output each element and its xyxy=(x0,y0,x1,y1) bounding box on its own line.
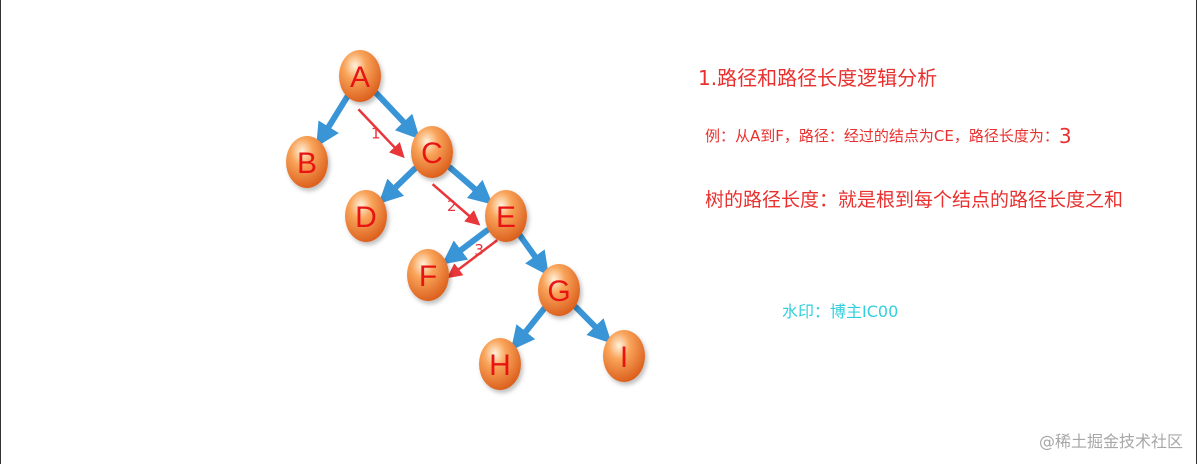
tree-node-g: G xyxy=(538,264,580,316)
tree-node-d: D xyxy=(345,190,387,242)
example-prefix: 例：从A到F，路径：经过的结点为CE，路径长度为： xyxy=(705,127,1059,145)
tree-edge-a-c xyxy=(373,90,421,140)
tree-node-h: H xyxy=(479,338,521,390)
path-step-label-1: 1 xyxy=(371,124,381,142)
tree-node-a: A xyxy=(339,50,381,102)
node-label: B xyxy=(297,147,317,180)
node-egg-shape xyxy=(345,190,387,242)
tree-edge-e-g xyxy=(516,232,549,276)
path-step-arrow-1 xyxy=(357,108,405,159)
node-egg-shape xyxy=(339,50,381,102)
tree-node-c: C xyxy=(411,126,453,178)
node-egg-shape xyxy=(603,330,645,382)
node-egg-shape xyxy=(286,136,328,188)
definition-text: 树的路径长度：就是根到每个结点的路径长度之和 xyxy=(705,189,1124,211)
node-egg-shape xyxy=(479,338,521,390)
footer-credit: @稀土掘金技术社区 xyxy=(1038,432,1183,451)
node-egg-shape xyxy=(407,249,449,301)
node-egg-shape xyxy=(411,126,453,178)
binary-tree-diagram: 1 2 3 A B C D E F G H I xyxy=(286,50,645,390)
tree-edge-a-b xyxy=(316,93,351,148)
tree-edge-e-f xyxy=(441,227,490,265)
node-label: F xyxy=(419,260,437,293)
tree-edge-c-e xyxy=(447,164,493,205)
node-egg-shape xyxy=(538,264,580,316)
tree-node-e: E xyxy=(485,190,527,242)
path-step-label-3: 3 xyxy=(474,241,484,259)
node-label: G xyxy=(547,275,570,308)
node-label: D xyxy=(355,201,377,234)
path-step-arrow-3 xyxy=(446,239,499,279)
path-step-label-2: 2 xyxy=(447,197,457,215)
tree-edge-g-i xyxy=(572,304,612,344)
node-label: C xyxy=(421,137,443,170)
path-step-arrow-2 xyxy=(431,183,481,226)
tree-edge-g-h xyxy=(510,305,548,351)
section-title: 1.路径和路径长度逻辑分析 xyxy=(698,66,938,90)
tree-node-b: B xyxy=(286,136,328,188)
node-label: I xyxy=(620,341,628,374)
tree-node-f: F xyxy=(407,249,449,301)
tree-node-i: I xyxy=(603,330,645,382)
example-text: 例：从A到F，路径：经过的结点为CE，路径长度为：3 xyxy=(705,124,1072,148)
watermark-text: 水印：博主IC00 xyxy=(782,302,899,321)
node-label: H xyxy=(489,349,511,382)
tree-edge-c-d xyxy=(378,165,418,204)
node-label: E xyxy=(496,201,516,234)
example-value: 3 xyxy=(1058,124,1072,148)
node-egg-shape xyxy=(485,190,527,242)
node-label: A xyxy=(350,61,370,94)
